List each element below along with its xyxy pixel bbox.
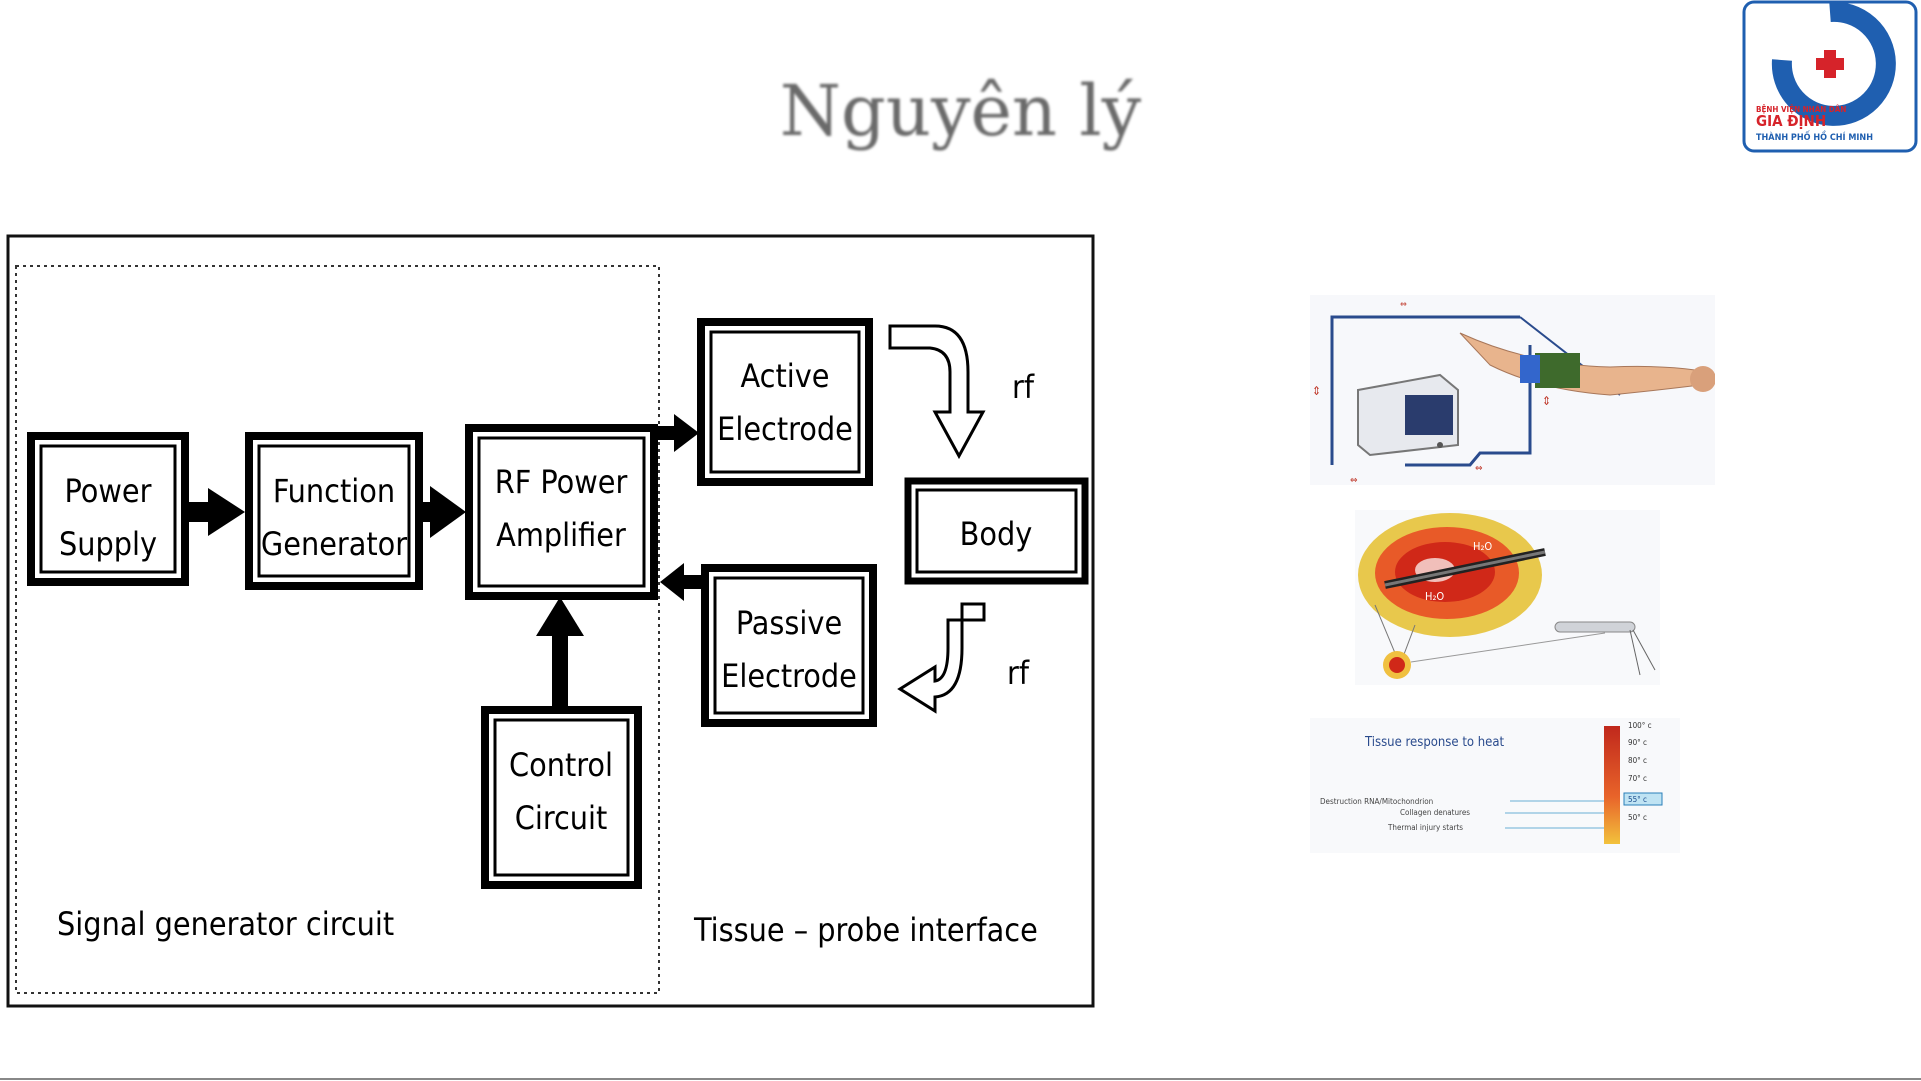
slide-bottom-line [0, 1078, 1921, 1080]
slide-title: Nguyên lý [779, 70, 1142, 152]
tissue-probe-label: Tissue – probe interface [693, 911, 1038, 949]
logo-text-1: BỆNH VIỆN NHÂN DÂN [1756, 103, 1846, 114]
scale-100: 100° c [1628, 721, 1652, 730]
passive-electrode-line2: Electrode [721, 657, 857, 695]
label-thermal-injury: Thermal injury starts [1387, 823, 1463, 832]
tissue-chart-title: Tissue response to heat [1364, 735, 1505, 750]
ablation-zone-illustration: H₂O H₂O [1355, 510, 1660, 685]
active-electrode-line1: Active [741, 357, 830, 395]
rf-curved-arrow-top [888, 324, 986, 460]
label-collagen: Collagen denatures [1400, 808, 1470, 817]
svg-text:⇔: ⇔ [1400, 300, 1407, 310]
scale-90: 90° c [1628, 738, 1647, 747]
control-circuit-line2: Circuit [515, 799, 608, 837]
function-generator-block: Function Generator [245, 432, 423, 590]
passive-electrode-block: Passive Electrode [701, 564, 877, 727]
rf-ablation-setup-illustration: ⇔ ⇕ ⇕ ⇔ ⇔ [1310, 295, 1715, 485]
passive-electrode-line1: Passive [736, 604, 842, 642]
tissue-response-chart: Tissue response to heat 100° c 90° c 80°… [1310, 718, 1680, 853]
label-destruction: Destruction RNA/Mitochondrion [1320, 797, 1433, 806]
arrow-passive-to-amplifier [660, 563, 707, 601]
logo-text-2: GIA ĐỊNH [1756, 112, 1826, 130]
power-supply-line2: Supply [59, 525, 157, 563]
arrow-generator-to-amplifier [419, 486, 466, 538]
rf-power-amplifier-block: RF Power Amplifier [465, 424, 658, 600]
svg-text:H₂O: H₂O [1425, 590, 1444, 603]
svg-text:⇔: ⇔ [1350, 475, 1358, 485]
arrow-supply-to-generator [185, 488, 245, 536]
active-electrode-line2: Electrode [717, 410, 853, 448]
svg-text:H₂O: H₂O [1473, 540, 1492, 553]
scale-70: 70° c [1628, 774, 1647, 783]
power-supply-line1: Power [65, 472, 152, 510]
arrow-amplifier-to-active [654, 414, 699, 452]
active-electrode-block: Active Electrode [697, 318, 873, 486]
power-supply-block: Power Supply [27, 432, 189, 586]
svg-text:⇕: ⇕ [1542, 394, 1551, 408]
hospital-logo: BỆNH VIỆN NHÂN DÂN GIA ĐỊNH THÀNH PHỐ HỒ… [1742, 0, 1918, 153]
rf-amplifier-line2: Amplifier [496, 516, 626, 554]
scale-50: 50° c [1628, 813, 1647, 822]
svg-text:⇔: ⇔ [1475, 463, 1483, 474]
scale-55: 55° c [1628, 795, 1647, 804]
logo-text-3: THÀNH PHỐ HỒ CHÍ MINH [1756, 130, 1873, 143]
rf-label-top: rf [1012, 368, 1035, 406]
arrow-control-to-amplifier [536, 597, 584, 710]
control-circuit-block: Control Circuit [481, 706, 642, 889]
svg-text:⇕: ⇕ [1312, 384, 1321, 398]
rf-curved-arrow-bottom [897, 602, 986, 714]
body-label: Body [960, 515, 1033, 553]
control-circuit-line1: Control [509, 746, 613, 784]
function-generator-line2: Generator [261, 525, 407, 563]
scale-80: 80° c [1628, 756, 1647, 765]
body-block: Body [904, 477, 1089, 585]
signal-generator-label: Signal generator circuit [57, 905, 394, 943]
rf-amplifier-line1: RF Power [495, 463, 628, 501]
rf-label-bottom: rf [1007, 654, 1030, 692]
function-generator-line1: Function [273, 472, 395, 510]
rf-block-diagram: Power Supply Function Generator RF Power… [6, 234, 1095, 1008]
